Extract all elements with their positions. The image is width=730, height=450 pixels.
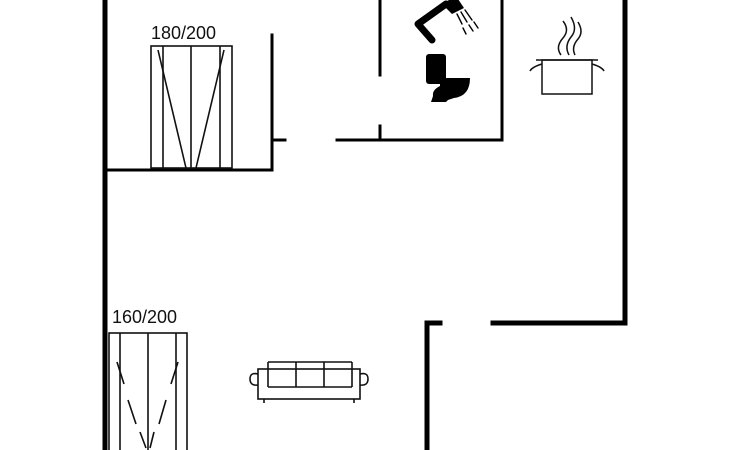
bed-size-label-180: 180/200 bbox=[151, 23, 217, 43]
double-bed-160 bbox=[108, 332, 188, 450]
sofa-icon bbox=[249, 361, 369, 403]
double-bed-180 bbox=[150, 45, 233, 169]
shower-icon bbox=[414, 0, 479, 44]
toilet-icon bbox=[426, 54, 470, 102]
bed-size-label-160: 160/200 bbox=[112, 307, 178, 327]
walls bbox=[102, 0, 628, 450]
cooking-pot-icon bbox=[529, 16, 605, 95]
